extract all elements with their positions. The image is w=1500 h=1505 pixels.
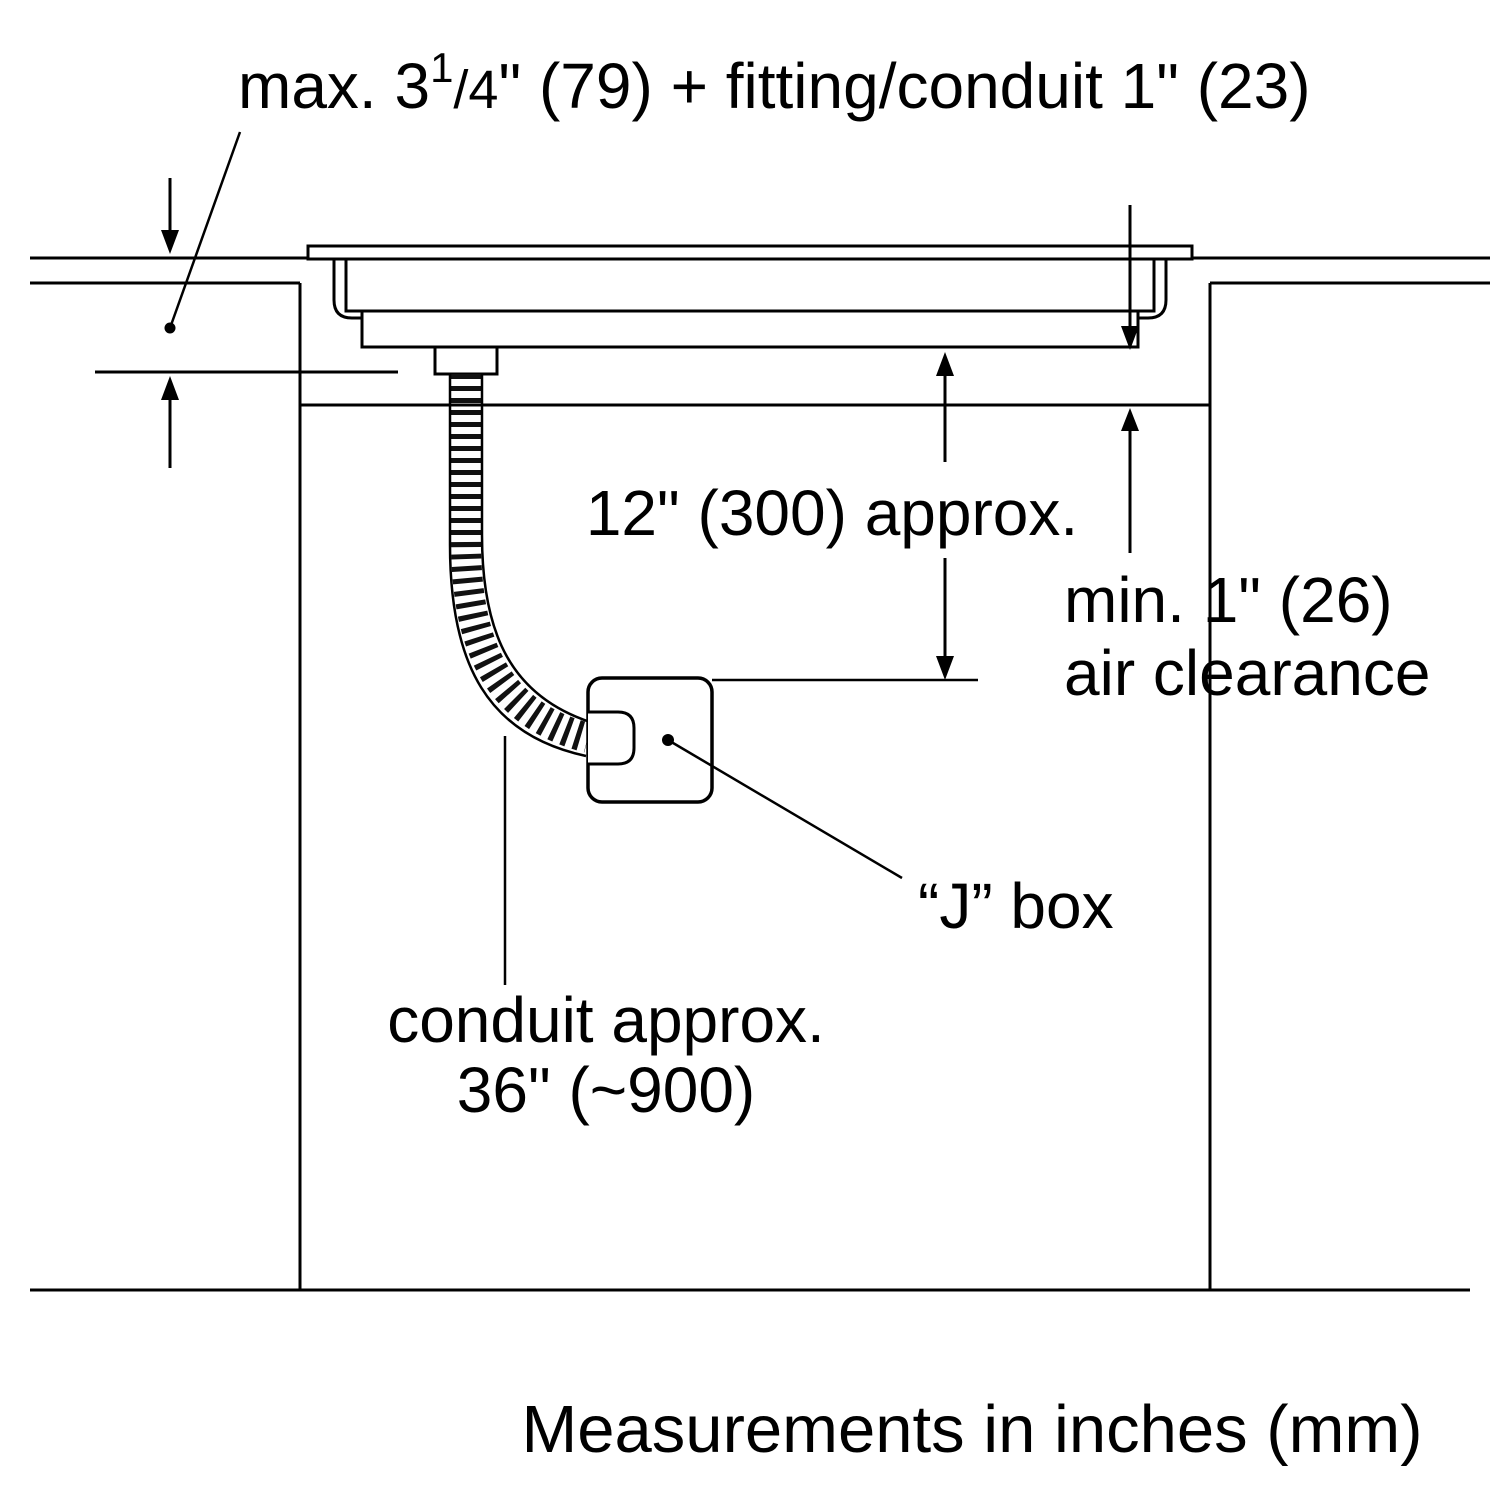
left-dimension	[161, 131, 242, 468]
cooktop-right-trim-hook	[1132, 259, 1168, 320]
footer-label: Measurements in inches (mm)	[521, 1392, 1422, 1467]
conduit-fitting	[433, 345, 499, 376]
conduit-corrugation	[451, 374, 593, 753]
conduit-inner-edge	[480, 374, 591, 724]
junction-box	[586, 676, 714, 804]
right-up-arrowhead	[1121, 408, 1139, 431]
air-clearance-label-line2: air clearance	[1064, 637, 1430, 709]
conduit-label-line1: conduit approx.	[387, 984, 825, 1056]
depth-dimension-label: 12" (300) approx.	[586, 477, 1078, 549]
jbox-leader	[662, 734, 903, 880]
top-dimension-prefix: max. 3	[238, 50, 430, 122]
left-down-arrowhead	[161, 230, 179, 254]
top-dimension-fraction-denominator: /4	[453, 60, 498, 120]
jbox-label: “J” box	[918, 870, 1114, 942]
left-up-arrowhead	[161, 376, 179, 400]
conduit-outer-edge	[448, 374, 587, 758]
center-dimension	[936, 352, 954, 680]
conduit-label-line2: 36" (~900)	[457, 1054, 755, 1126]
jbox-leader-line	[667, 738, 903, 880]
cooktop	[306, 244, 1194, 376]
top-dimension-leader-line	[168, 131, 242, 329]
cooktop-glass-top	[306, 244, 1194, 261]
center-down-arrowhead	[936, 656, 954, 680]
right-down-arrowhead	[1121, 326, 1139, 350]
cooktop-burner-box	[360, 309, 1140, 349]
right-dimension	[1121, 205, 1139, 553]
conduit	[448, 374, 593, 758]
top-dimension-fraction-numerator: 1	[430, 44, 453, 91]
top-dimension-label: max. 31/4" (79) + fitting/conduit 1" (23…	[238, 44, 1311, 122]
countertop	[30, 256, 1490, 285]
top-dimension-suffix: " (79) + fitting/conduit 1" (23)	[498, 50, 1310, 122]
center-up-arrowhead	[936, 352, 954, 376]
cabinet	[298, 283, 1212, 1290]
air-clearance-label-line1: min. 1" (26)	[1064, 564, 1393, 636]
cooktop-left-trim-hook	[332, 259, 368, 320]
jbox-connector	[588, 710, 636, 766]
cooktop-chassis	[344, 257, 1156, 313]
